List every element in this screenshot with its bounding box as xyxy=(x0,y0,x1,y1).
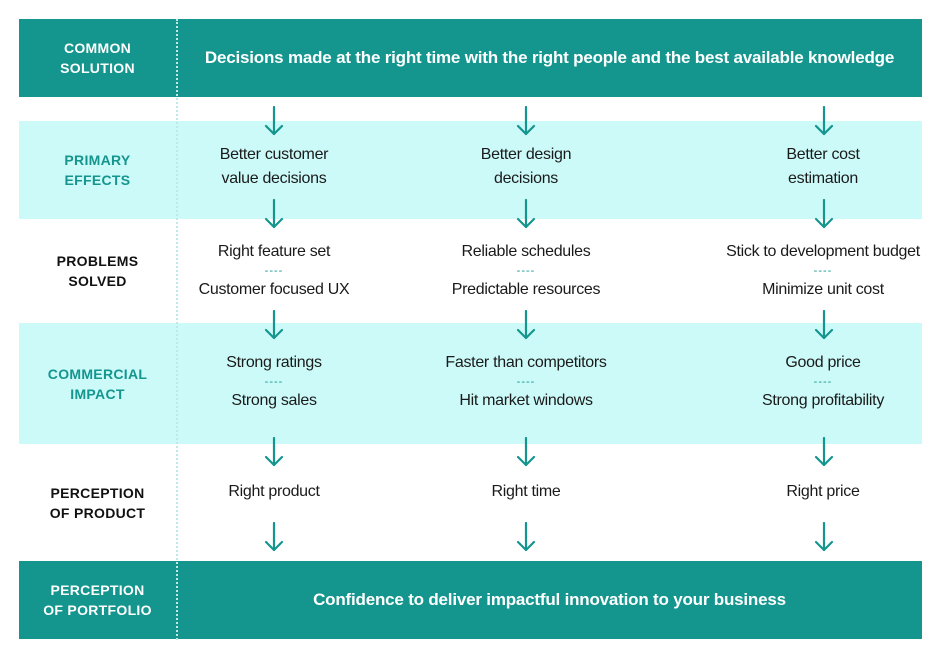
row-label-primary-effects: PRIMARY EFFECTS xyxy=(64,152,131,188)
primary-effect-design: Better design decisions xyxy=(480,146,572,187)
separator: ---- xyxy=(264,376,284,388)
common-solution-text: Decisions made at the right time with th… xyxy=(204,48,895,67)
commercial-impact-cost: Good price ---- Strong profitability xyxy=(688,351,940,413)
arrow-down-icon xyxy=(516,522,536,552)
problems-solved-cost: Stick to development budget ---- Minimiz… xyxy=(688,240,940,302)
row-label-perception-of-portfolio: PERCEPTION OF PORTFOLIO xyxy=(43,582,152,618)
primary-effect-customer: Better customer value decisions xyxy=(219,146,329,187)
arrow-down-icon xyxy=(814,437,834,467)
primary-effect-cost: Better cost estimation xyxy=(786,146,860,187)
problems-solved-customer: Right feature set ---- Customer focused … xyxy=(139,240,409,302)
row-label-problems-solved: PROBLEMS SOLVED xyxy=(56,253,139,289)
arrow-down-icon xyxy=(264,106,284,136)
arrow-down-icon xyxy=(516,437,536,467)
arrow-down-icon xyxy=(516,199,536,229)
commercial-impact-design: Faster than competitors ---- Hit market … xyxy=(391,351,661,413)
separator: ---- xyxy=(516,265,536,277)
commercial-impact-band xyxy=(19,323,922,444)
arrow-down-icon xyxy=(264,437,284,467)
arrow-down-icon xyxy=(814,310,834,340)
perception-product-cost: Right price xyxy=(786,483,860,500)
arrow-down-icon xyxy=(516,310,536,340)
common-solution-band xyxy=(19,19,922,97)
separator: ---- xyxy=(516,376,536,388)
arrow-down-icon xyxy=(516,106,536,136)
perception-of-portfolio-band xyxy=(19,561,922,639)
arrow-down-icon xyxy=(814,199,834,229)
row-label-commercial-impact: COMMERCIAL IMPACT xyxy=(47,365,148,402)
perception-product-design: Right time xyxy=(491,483,561,500)
arrow-down-icon xyxy=(814,522,834,552)
primary-effects-band xyxy=(19,121,922,219)
row-label-common-solution: COMMON SOLUTION xyxy=(60,40,135,76)
arrow-down-icon xyxy=(264,199,284,229)
arrow-down-icon xyxy=(814,106,834,136)
arrow-down-icon xyxy=(264,310,284,340)
problems-solved-design: Reliable schedules ---- Predictable reso… xyxy=(391,240,661,302)
commercial-impact-customer: Strong ratings ---- Strong sales xyxy=(139,351,409,413)
label-column-divider xyxy=(176,19,178,640)
perception-of-portfolio-text: Confidence to deliver impactful innovati… xyxy=(313,590,786,609)
separator: ---- xyxy=(813,265,833,277)
arrow-down-icon xyxy=(264,522,284,552)
separator: ---- xyxy=(264,265,284,277)
separator: ---- xyxy=(813,376,833,388)
perception-product-customer: Right product xyxy=(228,483,320,500)
row-label-perception-of-product: PERCEPTION OF PRODUCT xyxy=(49,484,146,521)
